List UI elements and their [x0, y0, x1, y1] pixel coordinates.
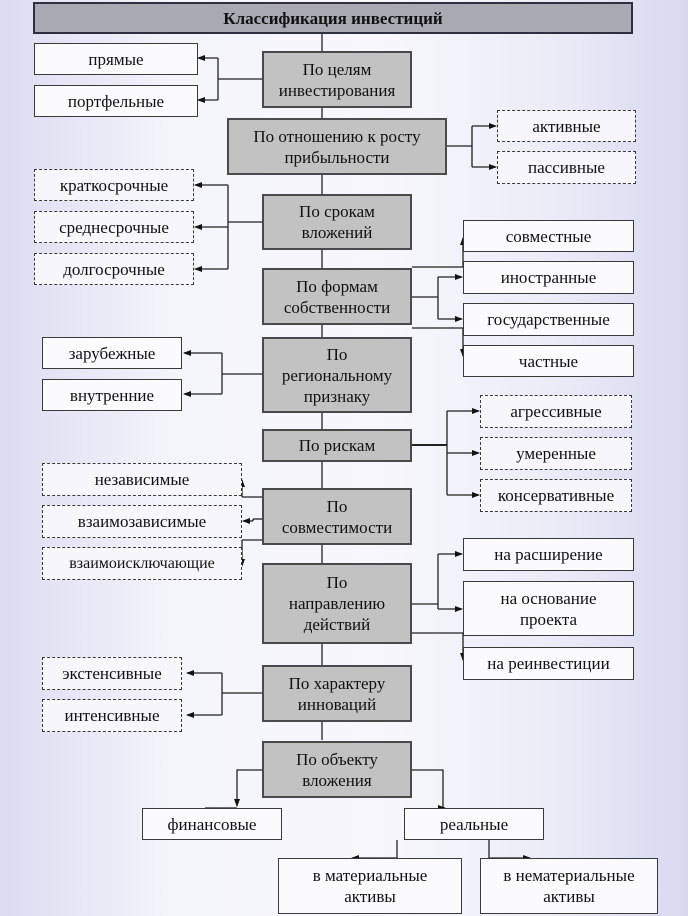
- leaf-conservative: консервативные: [480, 479, 632, 512]
- leaf-intensive: интенсивные: [42, 699, 182, 732]
- leaf-independent: независимые: [42, 463, 242, 496]
- leaf-real: реальные: [404, 808, 544, 840]
- leaf-portfolio: портфельные: [34, 85, 198, 117]
- leaf-passive: пассивные: [497, 151, 636, 184]
- category-object: По объекту вложения: [262, 741, 412, 798]
- leaf-extensive: экстенсивные: [42, 657, 182, 690]
- leaf-medium-term: среднесрочные: [34, 211, 194, 243]
- leaf-moderate: умеренные: [480, 437, 632, 470]
- leaf-foreign: иностранные: [463, 261, 634, 294]
- leaf-long-term: долгосрочные: [34, 253, 194, 285]
- category-ownership: По формам собственности: [262, 268, 412, 325]
- leaf-tangible-assets: в материальные активы: [278, 858, 462, 914]
- leaf-abroad: зарубежные: [42, 337, 182, 369]
- leaf-joint: совместные: [463, 220, 634, 252]
- category-compatibility: По совместимости: [262, 488, 412, 545]
- leaf-active: активные: [497, 110, 636, 142]
- diagram-title: Классификация инвестиций: [33, 2, 633, 34]
- leaf-intangible-assets: в нематериальные активы: [480, 858, 658, 914]
- leaf-short-term: краткосрочные: [34, 169, 194, 201]
- leaf-aggressive: агрессивные: [480, 395, 632, 428]
- category-innovation: По характеру инноваций: [262, 665, 412, 722]
- category-risks: По рискам: [262, 429, 412, 462]
- leaf-reinvestment: на реинвестиции: [463, 647, 634, 680]
- leaf-private: частные: [463, 345, 634, 377]
- leaf-project-founding: на основание проекта: [463, 581, 634, 636]
- leaf-mutually-exclusive: взаимоисключающие: [42, 547, 242, 580]
- leaf-interdependent: взаимозависимые: [42, 505, 242, 538]
- category-terms: По срокам вложений: [262, 194, 412, 250]
- leaf-state: государственные: [463, 303, 634, 336]
- leaf-expansion: на расширение: [463, 538, 634, 571]
- leaf-domestic: внутренние: [42, 379, 182, 411]
- leaf-direct: прямые: [34, 43, 198, 75]
- category-profit: По отношению к росту прибыльности: [227, 118, 447, 175]
- category-goals: По целям инвестирования: [262, 51, 412, 108]
- category-direction: По направлению действий: [262, 563, 412, 644]
- leaf-financial: финансовые: [142, 808, 282, 840]
- category-regional: По региональному признаку: [262, 337, 412, 413]
